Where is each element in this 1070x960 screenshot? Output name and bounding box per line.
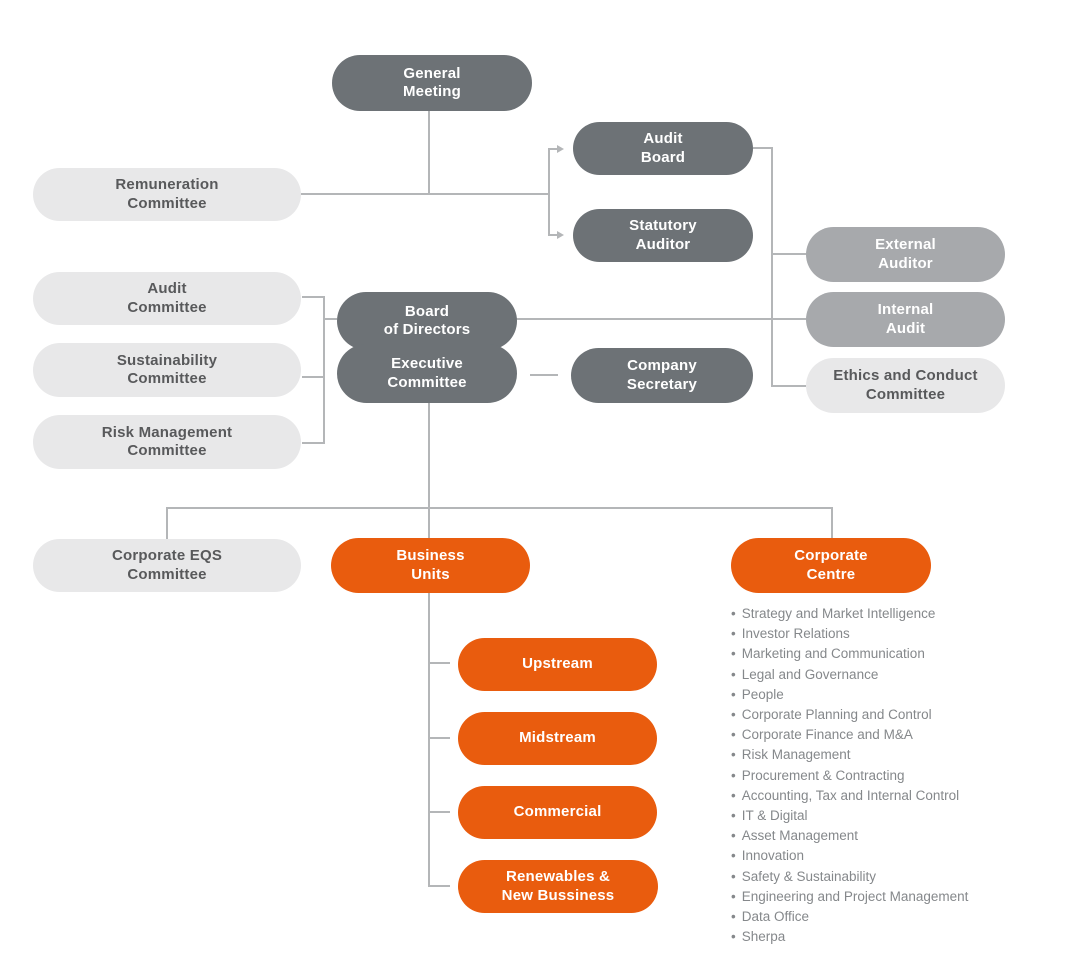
node-executive-committee: Executive Committee <box>337 344 517 403</box>
connector-external-auditor-stub <box>771 253 806 255</box>
connector-sustainability-stub <box>302 376 323 378</box>
node-sustainability-committee: Sustainability Committee <box>33 343 301 397</box>
node-ethics-and-conduct-committee: Ethics and Conduct Committee <box>806 358 1005 413</box>
node-general-meeting: General Meeting <box>332 55 532 111</box>
connector-audit-committee-stub <box>302 296 323 298</box>
list-item: Corporate Finance and M&A <box>731 725 1066 745</box>
node-upstream: Upstream <box>458 638 657 691</box>
list-item: Procurement & Contracting <box>731 766 1066 786</box>
node-commercial: Commercial <box>458 786 657 839</box>
connector-distribution-line <box>166 507 833 509</box>
list-item: Sherpa <box>731 927 1066 947</box>
connector-right-vertical <box>771 147 773 387</box>
node-corporate-centre: Corporate Centre <box>731 538 931 593</box>
list-item: IT & Digital <box>731 806 1066 826</box>
connector-ethics-stub <box>771 385 806 387</box>
node-risk-management-committee: Risk Management Committee <box>33 415 301 469</box>
list-item: Legal and Governance <box>731 665 1066 685</box>
connector-risk-management-stub <box>302 442 325 444</box>
connector-board-to-internal-audit <box>516 318 806 320</box>
node-renewables-new-bussiness: Renewables & New Bussiness <box>458 860 658 913</box>
node-audit-board: Audit Board <box>573 122 753 175</box>
list-item: Risk Management <box>731 745 1066 765</box>
list-item: Asset Management <box>731 826 1066 846</box>
connector-audit-bracket-vertical <box>548 149 550 236</box>
connector-commercial-stub <box>428 811 450 813</box>
connector-exec-drop <box>428 402 430 509</box>
node-corporate-eqs-committee: Corporate EQS Committee <box>33 539 301 592</box>
list-item: Innovation <box>731 846 1066 866</box>
connector-upstream-stub <box>428 662 450 664</box>
corporate-centre-department-list: Strategy and Market Intelligence Investo… <box>731 604 1066 947</box>
node-board-of-directors: Board of Directors <box>337 292 517 350</box>
connector-exec-to-company-secretary <box>530 374 558 376</box>
list-item: Strategy and Market Intelligence <box>731 604 1066 624</box>
connector-audit-board-right-stub <box>753 147 773 149</box>
arrow-to-audit-board-icon <box>557 145 564 153</box>
list-item: Investor Relations <box>731 624 1066 644</box>
list-item: Safety & Sustainability <box>731 867 1066 887</box>
connector-business-units-vertical <box>428 592 430 887</box>
connector-bracket-to-board-stub <box>325 318 337 320</box>
node-external-auditor: External Auditor <box>806 227 1005 282</box>
node-statutory-auditor: Statutory Auditor <box>573 209 753 262</box>
list-item: Engineering and Project Management <box>731 887 1066 907</box>
node-company-secretary: Company Secretary <box>571 348 753 403</box>
node-audit-committee: Audit Committee <box>33 272 301 325</box>
node-business-units: Business Units <box>331 538 530 593</box>
node-remuneration-committee: Remuneration Committee <box>33 168 301 221</box>
connector-audit-bracket-bottom-stub <box>548 234 558 236</box>
list-item: Accounting, Tax and Internal Control <box>731 786 1066 806</box>
connector-remuneration-line <box>301 193 549 195</box>
connector-committees-bracket-vertical <box>323 296 325 444</box>
list-item: Data Office <box>731 907 1066 927</box>
connector-renewables-stub <box>428 885 450 887</box>
connector-general-meeting-drop <box>428 111 430 194</box>
connector-audit-bracket-top-stub <box>548 148 558 150</box>
list-item: Marketing and Communication <box>731 644 1066 664</box>
arrow-to-statutory-auditor-icon <box>557 231 564 239</box>
connector-corporate-centre-drop <box>831 507 833 538</box>
list-item: People <box>731 685 1066 705</box>
node-midstream: Midstream <box>458 712 657 765</box>
connector-midstream-stub <box>428 737 450 739</box>
connector-eqs-drop <box>166 507 168 539</box>
list-item: Corporate Planning and Control <box>731 705 1066 725</box>
connector-business-units-drop <box>428 507 430 538</box>
node-internal-audit: Internal Audit <box>806 292 1005 347</box>
